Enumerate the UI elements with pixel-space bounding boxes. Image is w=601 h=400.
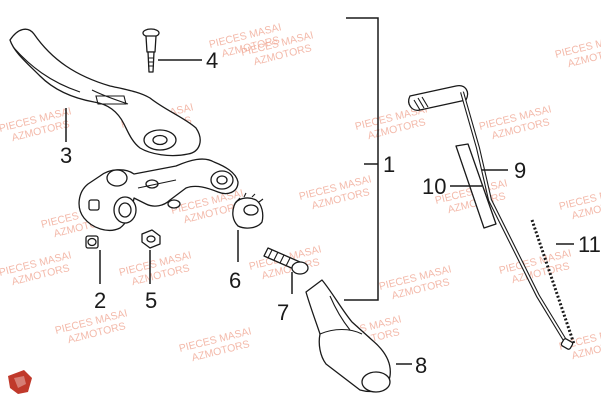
leader-lines [65, 59, 574, 365]
dust-cover-boot [305, 279, 391, 393]
lever-bracket [78, 158, 239, 249]
watermark-text: PIECES MASAIAZMOTORS [554, 31, 601, 72]
brand-shield-icon [8, 370, 32, 394]
callout-9: 9 [514, 158, 526, 183]
callout-2: 2 [94, 288, 106, 313]
watermark-text: PIECES MASAIAZMOTORS [378, 263, 456, 304]
callout-8: 8 [415, 353, 427, 378]
callout-5: 5 [145, 288, 157, 313]
nut [141, 229, 161, 249]
callout-6: 6 [229, 268, 241, 293]
watermark-text: PIECES MASAIAZMOTORS [498, 247, 576, 288]
watermark-text: PIECES MASAIAZMOTORS [54, 307, 132, 348]
callout-labels: 1 2 3 4 5 6 7 8 9 10 11 [60, 48, 601, 378]
callout-3: 3 [60, 143, 72, 168]
clutch-lever [9, 28, 201, 157]
cable-spring [530, 219, 576, 345]
callout-1: 1 [383, 152, 395, 177]
cam-collar [232, 192, 264, 229]
adjuster-screw [263, 247, 309, 275]
watermark-text: PIECES MASAIAZMOTORS [298, 173, 376, 214]
callout-7: 7 [277, 300, 289, 325]
watermark-text: PIECES MASAIAZMOTORS [0, 249, 76, 290]
callout-4: 4 [206, 48, 218, 73]
clutch-cable [408, 85, 574, 350]
callout-10: 10 [422, 174, 446, 199]
pivot-bolt [142, 28, 160, 73]
watermark-text: PIECES MASAIAZMOTORS [558, 183, 601, 224]
watermark-text: PIECES MASAIAZMOTORS [118, 249, 196, 290]
callout-11: 11 [578, 232, 601, 257]
callout-bracket-1 [344, 17, 379, 301]
watermark-text: PIECES MASAIAZMOTORS [478, 103, 556, 144]
watermark-text: PIECES MASAIAZMOTORS [178, 325, 256, 366]
watermark-text: PIECES MASAIAZMOTORS [0, 105, 76, 146]
